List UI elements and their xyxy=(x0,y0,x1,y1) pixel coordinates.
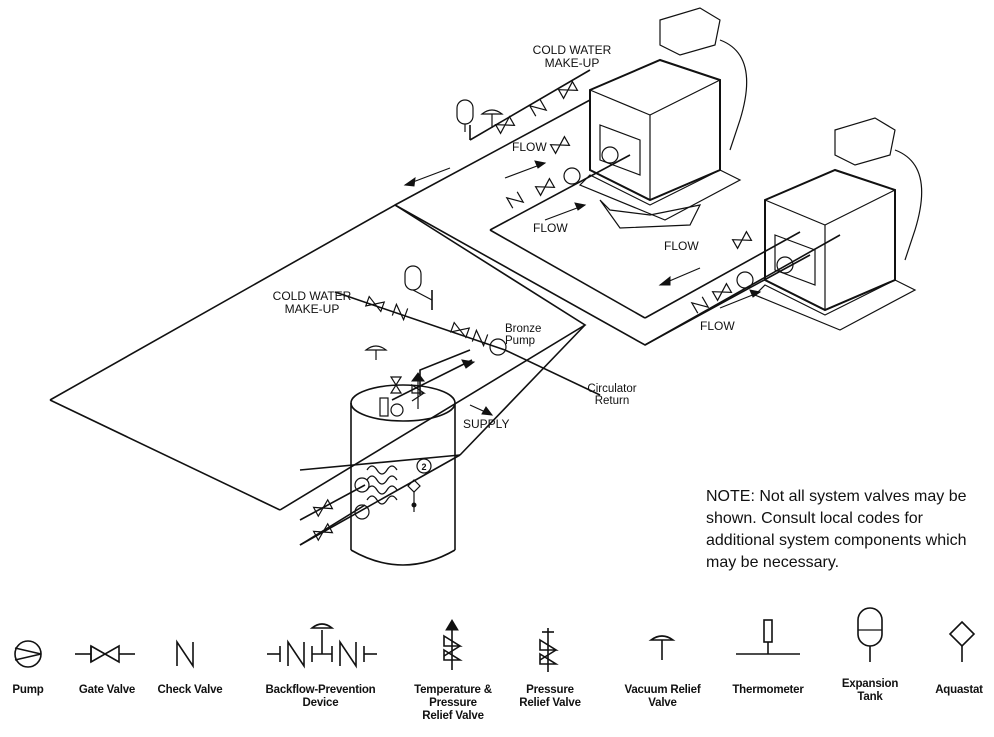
gate-valve-icon xyxy=(449,321,471,339)
pump-icon xyxy=(563,167,581,185)
heating-coil xyxy=(354,465,398,520)
piping-loops xyxy=(49,69,841,546)
gate-valve-icon xyxy=(312,498,334,518)
legend-label-pump: Pump xyxy=(12,684,44,696)
supply-label: SUPPLY xyxy=(463,417,509,431)
expansion-tank-icon xyxy=(857,607,883,662)
aquastat-icon: 2 xyxy=(407,458,432,512)
pump-icon xyxy=(390,403,404,417)
gate-valve-icon xyxy=(731,230,753,250)
tp-relief-valve-icon xyxy=(443,619,463,670)
note-text: NOTE: Not all system valves may be shown… xyxy=(706,488,967,571)
flow-arrows xyxy=(403,160,762,416)
gate-valve-icon xyxy=(534,177,556,197)
boiler-1 xyxy=(578,7,748,229)
vacuum-relief-valve-icon xyxy=(648,635,676,660)
gate-valve-icon xyxy=(75,644,135,664)
gate-valve-icon xyxy=(312,522,334,542)
water-heater-tank: 2 xyxy=(350,372,456,566)
legend-label-gate-valve: Gate Valve xyxy=(78,684,136,696)
legend-label-check-valve: Check Valve xyxy=(157,684,223,696)
tp-relief-valve-icon xyxy=(411,372,426,409)
gate-valve-icon xyxy=(557,80,579,100)
boiler-2 xyxy=(753,117,923,331)
check-valve-icon xyxy=(176,639,194,669)
legend-label-aquastat: Aquastat xyxy=(935,684,983,696)
expansion-tank-icon xyxy=(404,265,433,301)
top-accessories xyxy=(364,99,504,360)
gate-valve-icon xyxy=(494,115,516,135)
tank-number-label: 2 xyxy=(421,462,426,472)
legend-label-vacuum-relief: Vacuum Relief Valve xyxy=(624,684,701,709)
pressure-relief-valve-icon xyxy=(539,628,559,672)
check-valve-icon xyxy=(690,296,710,314)
flow-label-1: FLOW xyxy=(512,140,547,154)
legend-label-thermometer: Thermometer xyxy=(732,684,804,696)
legend-label-tp-relief: Temperature & Pressure Relief Valve xyxy=(414,684,492,722)
check-valve-icon xyxy=(391,302,409,322)
gate-valve-icon xyxy=(389,376,403,394)
legend-label-pressure-relief: Pressure Relief Valve xyxy=(519,684,581,709)
expansion-tank-icon xyxy=(456,99,474,132)
legend-symbols xyxy=(14,607,976,672)
legend-label-expansion-tank: Expansion Tank xyxy=(841,678,899,703)
flow-label-4: FLOW xyxy=(700,319,735,333)
vacuum-relief-valve-icon xyxy=(364,345,388,360)
pump-icon xyxy=(736,271,754,289)
check-valve-icon xyxy=(505,191,525,209)
pump-icon xyxy=(14,640,42,668)
flow-label-3: FLOW xyxy=(664,239,699,253)
legend-label-backflow: Backflow-Prevention Device xyxy=(265,684,376,709)
thermometer-icon xyxy=(379,397,389,417)
pump-icon xyxy=(489,338,507,356)
aquastat-icon xyxy=(948,620,976,662)
gate-valve-icon xyxy=(364,295,386,313)
thermometer-icon xyxy=(736,619,800,655)
gate-valve-icon xyxy=(711,282,733,302)
inline-valves xyxy=(312,80,754,542)
gate-valve-icon xyxy=(549,135,571,155)
vacuum-relief-valve-icon xyxy=(480,109,504,128)
backflow-prevention-icon xyxy=(267,623,377,669)
check-valve-icon xyxy=(471,328,489,348)
check-valve-icon xyxy=(528,99,548,117)
flow-label-2: FLOW xyxy=(533,221,568,235)
